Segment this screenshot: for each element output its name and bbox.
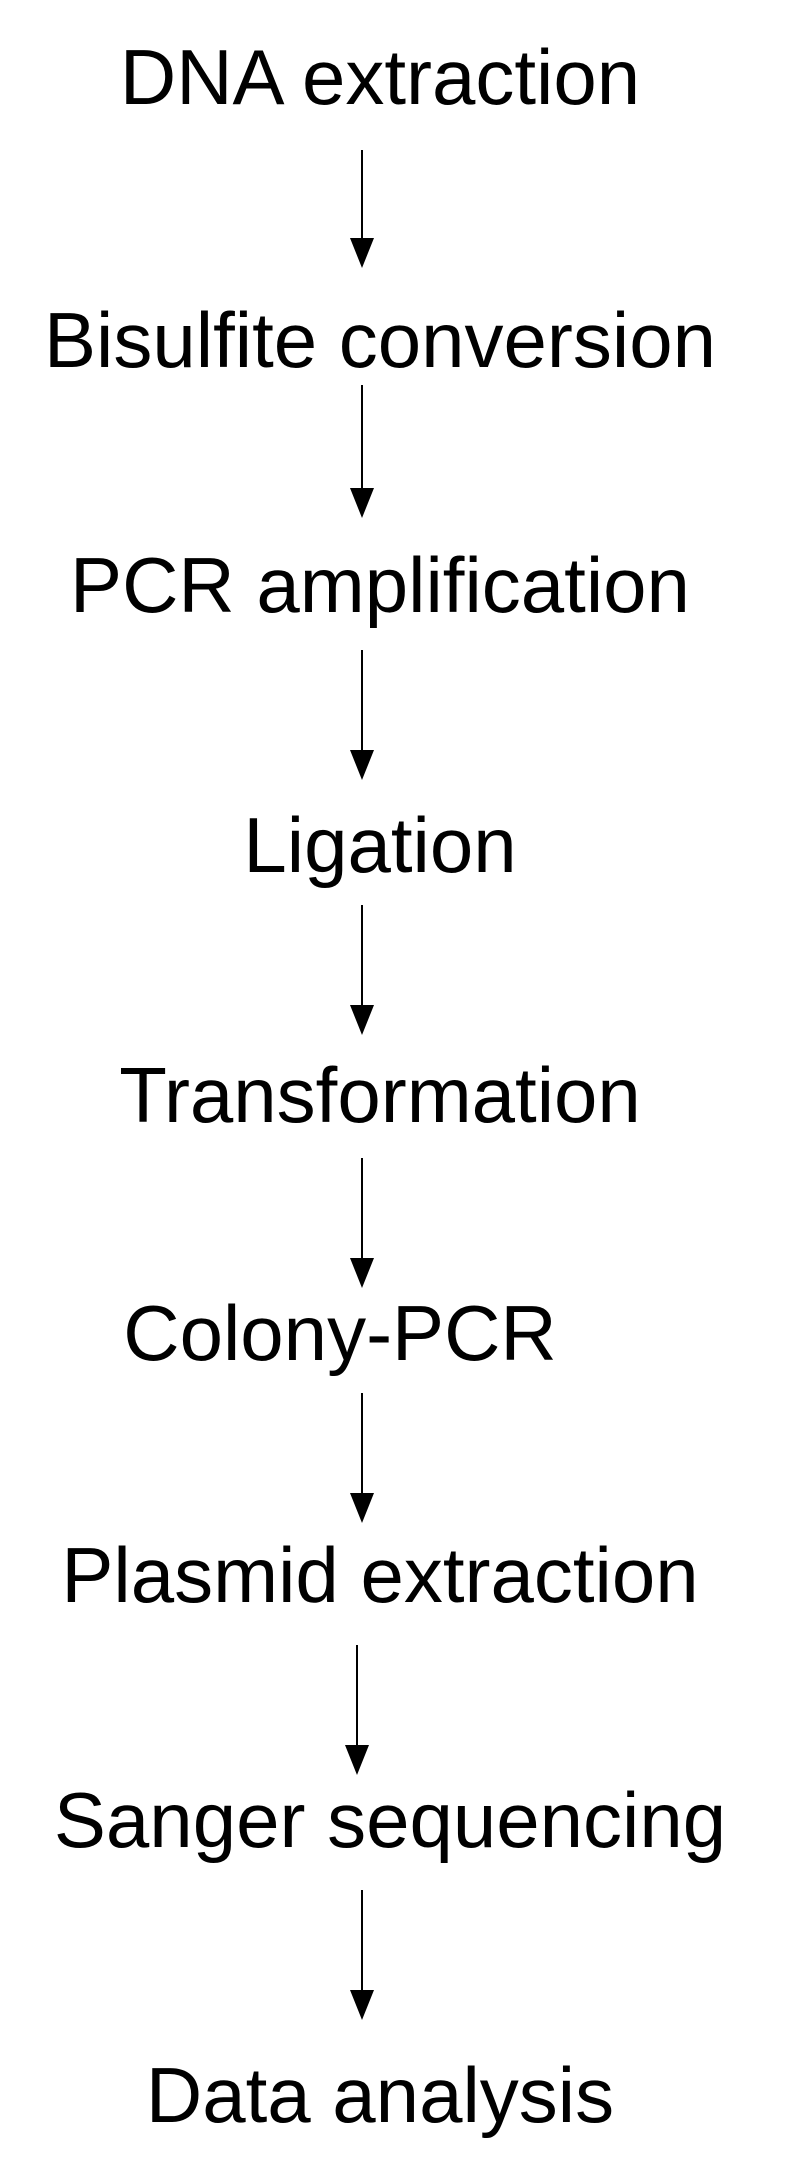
step-pcr-amplification: PCR amplification xyxy=(70,541,690,629)
arrow-down-icon xyxy=(342,385,382,518)
step-plasmid-extraction: Plasmid extraction xyxy=(61,1531,699,1619)
arrow-down-icon xyxy=(342,150,382,268)
arrow-down-icon xyxy=(342,905,382,1035)
arrow-down-icon xyxy=(342,1158,382,1288)
step-dna-extraction: DNA extraction xyxy=(119,33,641,121)
step-ligation: Ligation xyxy=(243,801,517,889)
arrow-down-icon xyxy=(342,1393,382,1523)
step-colony-pcr: Colony-PCR xyxy=(123,1289,557,1377)
step-data-analysis: Data analysis xyxy=(145,2051,615,2139)
arrow-down-icon xyxy=(342,650,382,780)
step-bisulfite-conversion: Bisulfite conversion xyxy=(44,296,716,384)
arrow-down-icon xyxy=(337,1645,377,1775)
step-transformation: Transformation xyxy=(119,1051,641,1139)
step-sanger-sequencing: Sanger sequencing xyxy=(53,1776,727,1864)
arrow-down-icon xyxy=(342,1890,382,2020)
